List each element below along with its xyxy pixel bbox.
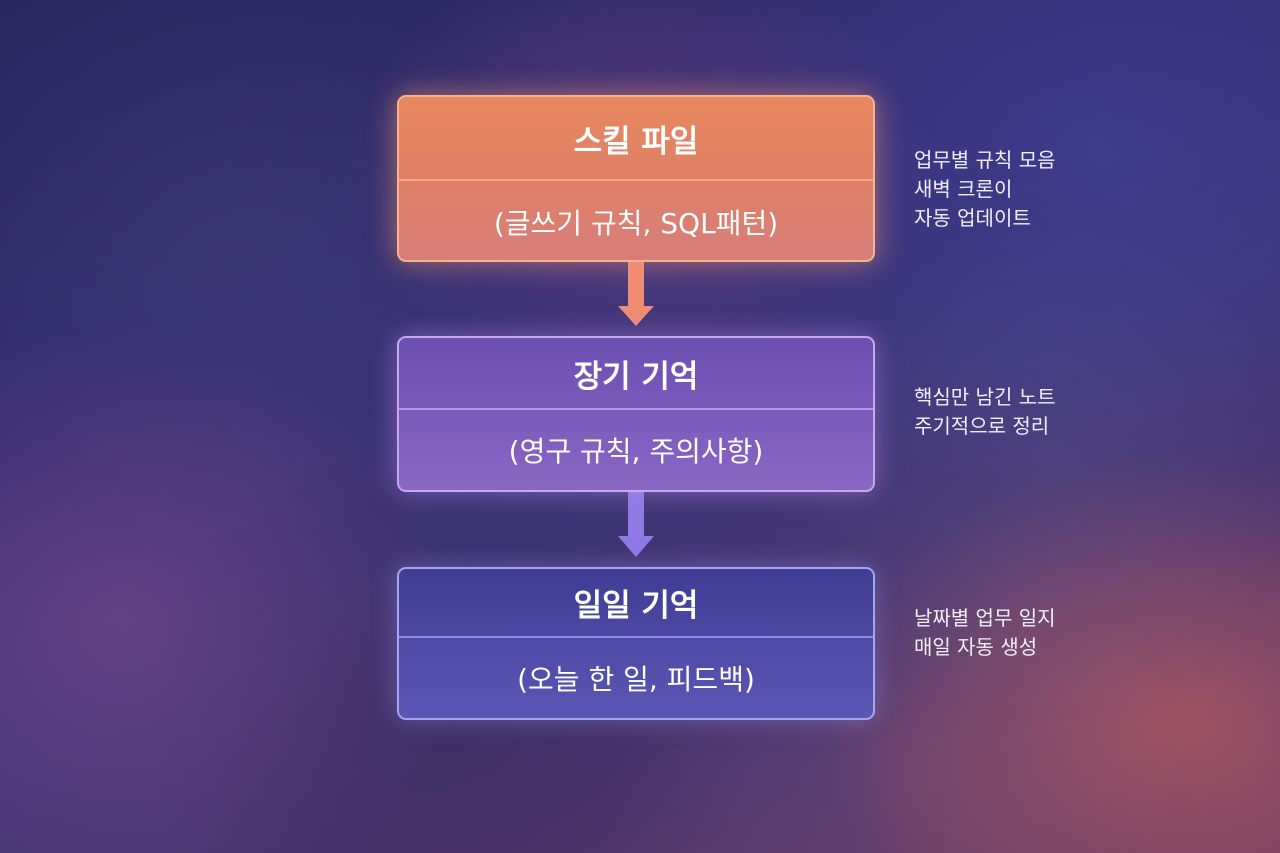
note-line: 날짜별 업무 일지 xyxy=(914,606,1056,630)
skill-file-box: 스킬 파일 (글쓰기 규칙, SQL패턴) xyxy=(397,95,875,262)
daily-memory-note: 날짜별 업무 일지 매일 자동 생성 xyxy=(914,604,1244,662)
note-line: 자동 업데이트 xyxy=(914,206,1031,230)
skill-file-subtitle: (글쓰기 규칙, SQL패턴) xyxy=(493,206,779,240)
skill-file-note: 업무별 규칙 모음 새벽 크론이 자동 업데이트 xyxy=(914,146,1244,233)
daily-memory-title: 일일 기억 xyxy=(399,569,873,638)
note-line: 핵심만 남긴 노트 xyxy=(914,385,1056,409)
arrow-long-to-daily xyxy=(618,492,654,557)
skill-file-title: 스킬 파일 xyxy=(399,97,873,181)
long-term-memory-note: 핵심만 남긴 노트 주기적으로 정리 xyxy=(914,383,1244,441)
long-term-memory-subtitle: (영구 규칙, 주의사항) xyxy=(508,435,764,468)
long-term-memory-box: 장기 기억 (영구 규칙, 주의사항) xyxy=(397,336,875,492)
note-line: 주기적으로 정리 xyxy=(914,414,1050,438)
note-line: 업무별 규칙 모음 xyxy=(914,148,1056,172)
arrow-skill-to-long xyxy=(618,262,654,326)
note-line: 새벽 크론이 xyxy=(914,177,1013,201)
daily-memory-box: 일일 기억 (오늘 한 일, 피드백) xyxy=(397,567,875,720)
note-line: 매일 자동 생성 xyxy=(914,635,1038,659)
daily-memory-subtitle: (오늘 한 일, 피드백) xyxy=(517,663,755,696)
long-term-memory-title: 장기 기억 xyxy=(399,338,873,410)
